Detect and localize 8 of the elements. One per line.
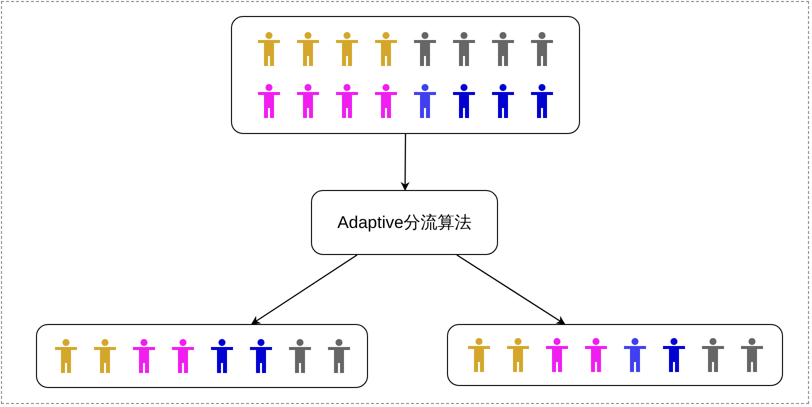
arrow xyxy=(251,254,358,324)
process-box xyxy=(311,190,498,255)
group-box xyxy=(231,16,580,134)
group-box xyxy=(36,324,368,388)
node-label: Adaptive分流算法 xyxy=(337,212,472,234)
group-box xyxy=(447,324,783,386)
arrow xyxy=(400,134,410,191)
arrow xyxy=(456,254,566,324)
